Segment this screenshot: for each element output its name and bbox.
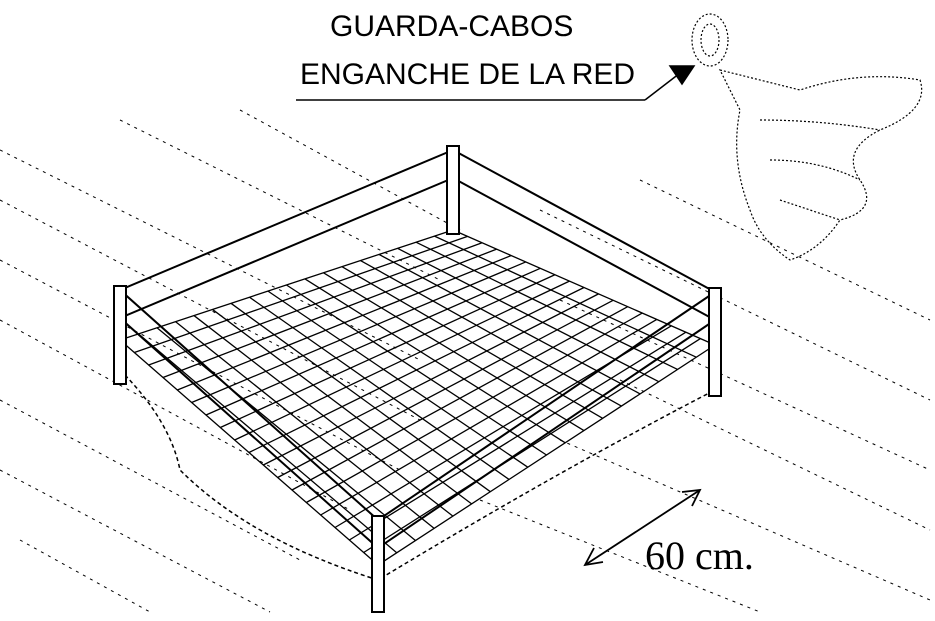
net-strand: [434, 235, 697, 358]
callout-marker: [668, 65, 696, 86]
net-strand: [320, 318, 658, 516]
net-strand: [291, 306, 628, 491]
corner-posts: [113, 145, 722, 613]
post-left: [113, 285, 127, 385]
net-strand: [304, 278, 566, 444]
guard-ropes: [119, 149, 716, 549]
net-strand: [452, 229, 716, 346]
post-front: [371, 515, 385, 613]
net-hook-label: ENGANCHE DE LA RED: [300, 58, 636, 91]
floor-hatching: [0, 109, 931, 613]
net-sag-outline: [119, 369, 716, 581]
thimble: [691, 13, 729, 67]
net-strand: [415, 241, 678, 371]
net-strand: [363, 338, 701, 554]
post-right: [708, 287, 722, 397]
post-back: [446, 145, 460, 235]
callout-leader: [296, 65, 696, 101]
net-strand: [348, 331, 687, 541]
dimension-arrow: [583, 488, 702, 567]
guard-cable-label: GUARDA-CABOS: [330, 10, 574, 43]
net-strand: [378, 253, 641, 395]
hand-with-thimble-sketch: [691, 13, 923, 261]
dimension-label: 60 cm.: [645, 533, 754, 578]
net-strand: [360, 259, 622, 407]
net-strand: [377, 344, 716, 566]
